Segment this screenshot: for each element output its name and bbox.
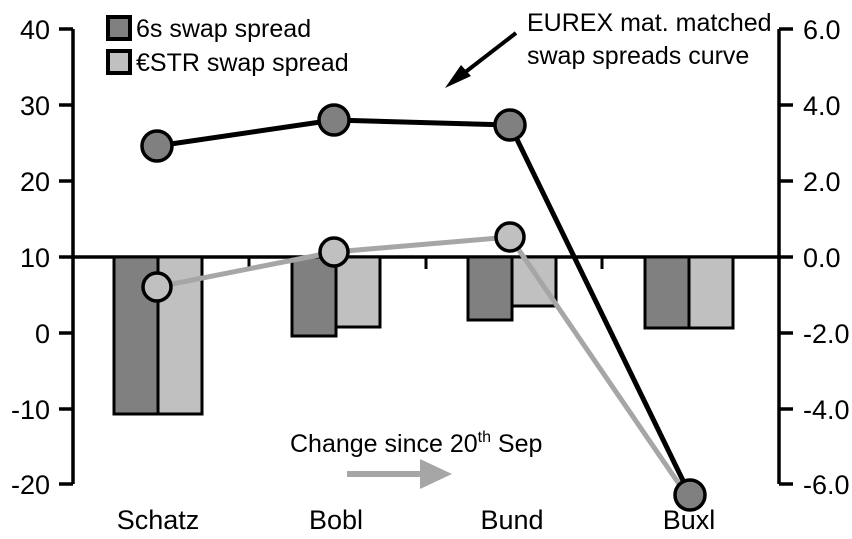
right-tick-label-neg6: -6.0 — [803, 470, 850, 500]
eurex-marker-schatz — [140, 129, 174, 163]
grey-marker-bobl — [318, 236, 350, 268]
bar-estr-bobl — [334, 255, 382, 329]
left-tick-label-10: 10 — [20, 243, 50, 273]
left-tick-label-neg20: -20 — [11, 470, 50, 500]
change-callout-text: Change since 20th Sep — [290, 429, 542, 458]
grey-marker-schatz — [141, 271, 173, 303]
change-callout-before: Change since 20 — [290, 430, 478, 458]
bar-6s-bund — [466, 255, 514, 322]
left-tick-label-0: 0 — [35, 319, 50, 349]
category-labels: Schatz Bobl Bund Buxl — [117, 505, 716, 535]
legend-label-estr: €STR swap spread — [136, 49, 349, 77]
grey-marker-bund — [494, 221, 526, 253]
bar-estr-buxl — [687, 255, 735, 330]
grey-line-path — [156, 234, 693, 502]
bar-6s-buxl — [643, 255, 691, 330]
left-axis: 40 30 20 10 0 -10 -20 — [11, 15, 75, 500]
change-callout-annotation: Change since 20th Sep — [290, 429, 542, 489]
left-tick-label-20: 20 — [20, 167, 50, 197]
change-callout-after: Sep — [491, 430, 542, 458]
eurex-callout-line1: EUREX mat. matched — [527, 9, 772, 37]
change-callout-superscript: th — [478, 429, 491, 446]
legend: 6s swap spread €STR swap spread — [106, 15, 349, 77]
category-label-bund: Bund — [480, 505, 543, 535]
eurex-curve-series — [140, 103, 707, 512]
eurex-marker-buxl — [673, 478, 707, 512]
legend-label-6s: 6s swap spread — [136, 15, 311, 43]
legend-swatch-estr — [106, 49, 132, 75]
right-tick-label-2: 2.0 — [803, 167, 841, 197]
eurex-marker-bund — [493, 108, 527, 142]
right-arrow-icon — [347, 459, 452, 489]
left-tick-label-40: 40 — [20, 15, 50, 45]
left-tick-label-neg10: -10 — [11, 395, 50, 425]
eurex-callout-line2: swap spreads curve — [527, 42, 749, 70]
right-tick-label-6: 6.0 — [803, 15, 841, 45]
right-axis: 6.0 4.0 2.0 0.0 -2.0 -4.0 -6.0 — [777, 15, 850, 500]
right-tick-label-4: 4.0 — [803, 91, 841, 121]
eurex-callout-annotation: EUREX mat. matched swap spreads curve — [445, 9, 772, 88]
eurex-marker-bobl — [317, 103, 351, 137]
down-left-arrow-icon — [445, 31, 518, 88]
legend-swatch-6s — [106, 15, 132, 41]
left-tick-label-30: 30 — [20, 91, 50, 121]
bar-6s-bobl — [290, 255, 338, 338]
right-tick-label-neg2: -2.0 — [803, 319, 850, 349]
grey-line-series — [141, 221, 693, 502]
category-label-bobl: Bobl — [309, 505, 363, 535]
category-label-buxl: Buxl — [663, 505, 716, 535]
category-label-schatz: Schatz — [117, 505, 200, 535]
eurex-curve-path — [156, 117, 693, 497]
right-tick-label-neg4: -4.0 — [803, 395, 850, 425]
right-tick-label-0: 0.0 — [803, 243, 841, 273]
